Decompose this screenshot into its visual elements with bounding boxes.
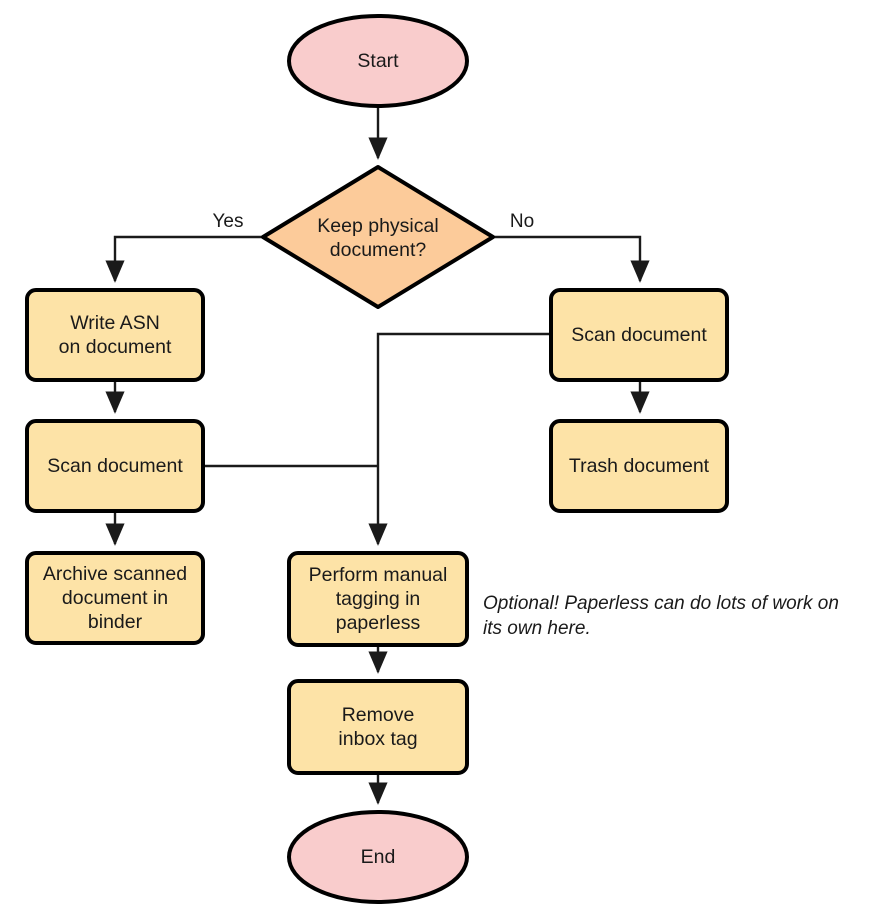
node-scan-document-right[interactable]: Scan document xyxy=(549,288,729,382)
node-perform-manual-tagging-in-paperless[interactable]: Perform manual tagging in paperless xyxy=(287,551,469,647)
node-scan-document-left[interactable]: Scan document xyxy=(25,419,205,513)
edge-scan-right-to-tagging xyxy=(368,332,551,546)
node-decision-label-line2: document? xyxy=(330,239,427,261)
node-decision-keep-physical-document[interactable]: Keep physical document? xyxy=(261,165,495,309)
edge-decision-no-to-scan-right xyxy=(493,235,650,283)
node-remove-inbox-tag[interactable]: Remove inbox tag xyxy=(287,679,469,775)
node-start[interactable]: Start xyxy=(287,14,469,108)
node-remove-inbox-label-line1: Remove xyxy=(342,704,415,726)
annotation-optional-note: Optional! Paperless can do lots of work … xyxy=(483,593,839,639)
node-end-label: End xyxy=(361,846,396,868)
edge-label-no: No xyxy=(510,211,534,232)
node-write-asn-label-line1: Write ASN xyxy=(70,312,160,334)
node-decision-label-line1: Keep physical xyxy=(317,215,438,237)
node-remove-inbox-label-line2: inbox tag xyxy=(338,728,417,750)
node-archive-scanned-document-in-binder[interactable]: Archive scanned document in binder xyxy=(25,551,205,645)
node-scan-document-right-label: Scan document xyxy=(571,324,707,346)
node-write-asn-on-document[interactable]: Write ASN on document xyxy=(25,288,205,382)
node-archive-label-line3: binder xyxy=(88,611,143,633)
node-tagging-label-line2: tagging in xyxy=(336,588,421,610)
node-archive-label-line2: document in xyxy=(62,587,168,609)
annotation-line2: its own here. xyxy=(483,618,591,639)
node-trash-document[interactable]: Trash document xyxy=(549,419,729,513)
edge-decision-yes-to-write-asn xyxy=(105,235,263,283)
annotation-line1: Optional! Paperless can do lots of work … xyxy=(483,593,839,614)
node-scan-document-left-label: Scan document xyxy=(47,455,183,477)
node-tagging-label-line1: Perform manual xyxy=(309,564,448,586)
node-archive-label-line1: Archive scanned xyxy=(43,563,187,585)
node-tagging-label-line3: paperless xyxy=(336,612,421,634)
edge-label-yes: Yes xyxy=(213,211,244,232)
node-start-label: Start xyxy=(357,50,399,72)
node-end[interactable]: End xyxy=(287,810,469,904)
node-trash-document-label: Trash document xyxy=(569,455,710,477)
node-write-asn-label-line2: on document xyxy=(59,336,172,358)
